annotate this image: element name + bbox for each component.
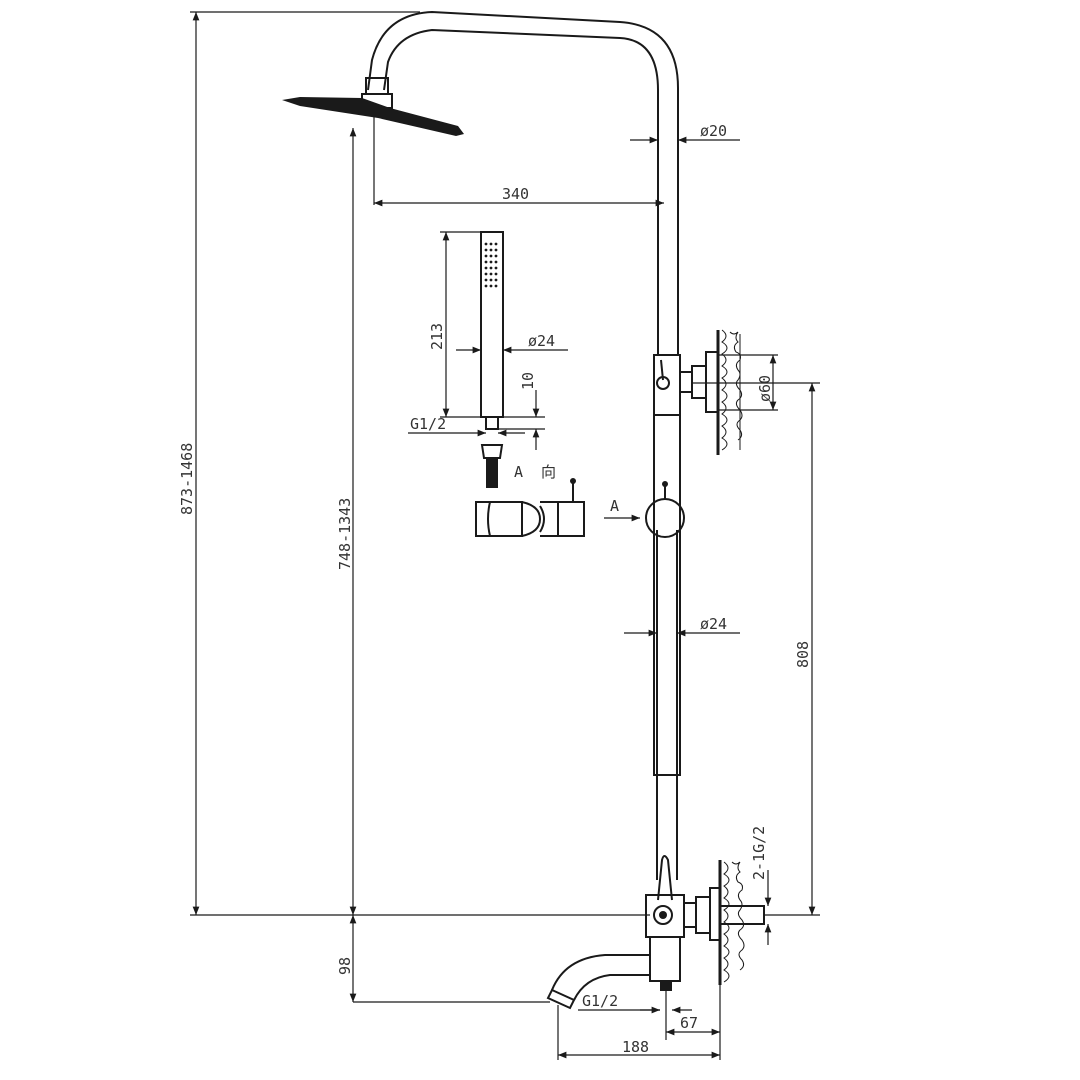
dimension-labels: 873-1468 748-1343 98 340 213 ø24 10 G1/2… <box>178 122 812 1056</box>
label-hand-shower-length: 213 <box>428 323 446 350</box>
rain-shower-head <box>282 77 464 136</box>
label-total-height: 873-1468 <box>178 443 196 515</box>
label-hand-shower-dia: ø24 <box>528 332 555 350</box>
label-rail-dia: ø24 <box>700 615 727 633</box>
label-spout-drop: 98 <box>336 957 354 975</box>
label-spout-reach: 188 <box>622 1038 649 1056</box>
dimension-lines <box>190 11 820 1060</box>
label-view-letter: A <box>514 463 523 481</box>
label-inlet-thread: 2-1G/2 <box>750 826 768 880</box>
label-bracket-dia: ø60 <box>756 375 774 402</box>
label-view-direction: 向 <box>541 463 556 481</box>
label-spout-offset: 67 <box>680 1014 698 1032</box>
wall-hatch-upper <box>721 329 743 451</box>
tub-spout <box>546 954 650 1010</box>
label-hand-shower-neck: 10 <box>519 372 537 390</box>
hose-connector <box>480 444 504 488</box>
label-top-pipe-dia: ø20 <box>700 122 727 140</box>
slide-holder <box>645 481 685 538</box>
label-rail-center: 808 <box>794 641 812 668</box>
label-arm-reach: 340 <box>502 185 529 203</box>
label-view-arrow: A <box>610 497 619 515</box>
label-slide-height: 748-1343 <box>336 498 354 570</box>
overhead-pipe <box>367 10 679 355</box>
wall-hatch-lower <box>723 861 745 983</box>
hand-shower-nozzle-grid <box>484 242 498 288</box>
label-spout-thread: G1/2 <box>582 992 618 1010</box>
label-hand-shower-thread: G1/2 <box>410 415 446 433</box>
shower-rail <box>653 354 681 880</box>
mixer-valve <box>645 855 765 991</box>
upper-wall-bracket <box>653 329 743 455</box>
slide-holder-view-a <box>475 478 585 537</box>
hand-shower <box>480 231 504 430</box>
